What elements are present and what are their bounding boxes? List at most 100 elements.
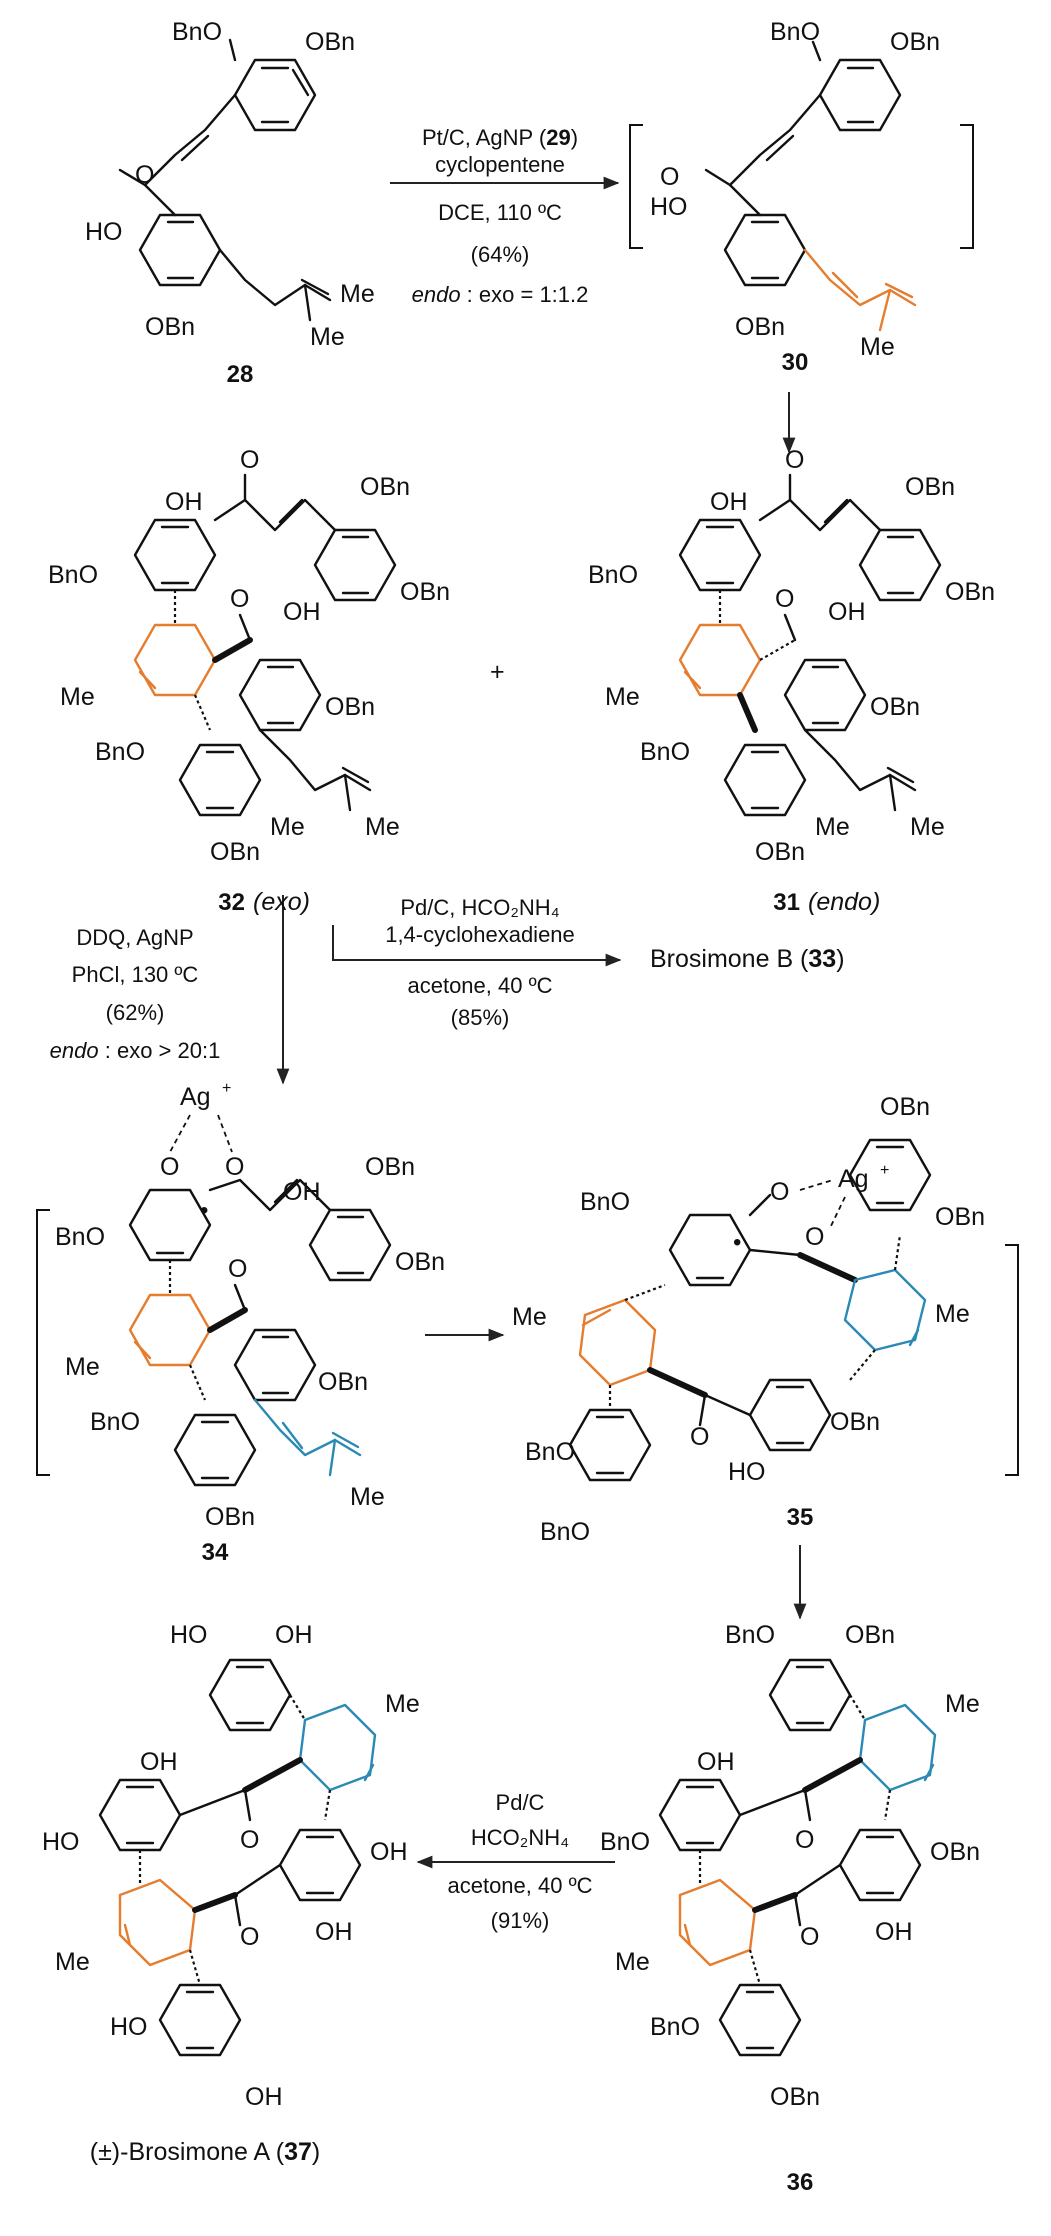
svg-text:•: • [200, 1197, 208, 1224]
svg-text:PhCl, 130 ºC: PhCl, 130 ºC [72, 962, 199, 987]
svg-text:OBn: OBn [845, 1621, 895, 1649]
svg-text:(endo): (endo) [808, 888, 880, 916]
svg-text:Me: Me [350, 1483, 385, 1511]
svg-text:OBn: OBn [145, 313, 195, 341]
compound-32: OH O OBn OBn BnO O OH OBn Me BnO OBn Me … [48, 446, 450, 916]
svg-text:31: 31 [773, 889, 800, 916]
svg-text:OBn: OBn [905, 473, 955, 501]
conditions-step4: Pd/C HCO₂NH₄ acetone, 40 ºC (91%) [447, 1790, 592, 1933]
svg-text:OBn: OBn [305, 28, 355, 56]
arrow-32-to-33 [332, 925, 622, 967]
svg-text:34: 34 [202, 1539, 229, 1566]
svg-text:BnO: BnO [640, 738, 690, 766]
svg-text:Me: Me [860, 333, 895, 361]
svg-text:OH: OH [315, 1918, 353, 1946]
svg-text:OH: OH [697, 1748, 735, 1776]
svg-text:OBn: OBn [890, 28, 940, 56]
compound-36: BnO OBn Me OH O BnO OBn OH O Me BnO OBn … [600, 1621, 980, 2196]
svg-text:endo : exo > 20:1: endo : exo > 20:1 [50, 1038, 221, 1063]
svg-text:Me: Me [945, 1690, 980, 1718]
svg-text:(85%): (85%) [451, 1005, 510, 1030]
svg-text:BnO: BnO [90, 1408, 140, 1436]
svg-text:OBn: OBn [395, 1248, 445, 1276]
bracket-34 [36, 1209, 50, 1476]
svg-text:OBn: OBn [360, 473, 410, 501]
svg-text:OBn: OBn [935, 1203, 985, 1231]
svg-text:BnO: BnO [48, 561, 98, 589]
svg-text:OBn: OBn [205, 1503, 255, 1531]
svg-text:HO: HO [728, 1458, 766, 1486]
svg-text:cyclopentene: cyclopentene [435, 152, 565, 177]
svg-text:O: O [230, 585, 249, 613]
svg-text:OH: OH [140, 1748, 178, 1776]
svg-text:OBn: OBn [870, 693, 920, 721]
svg-text:OBn: OBn [400, 578, 450, 606]
svg-text:Me: Me [910, 813, 945, 841]
svg-text:BnO: BnO [588, 561, 638, 589]
svg-text:OBn: OBn [210, 838, 260, 866]
svg-text:O: O [225, 1153, 244, 1181]
svg-text:O: O [690, 1423, 709, 1451]
svg-text:(exo): (exo) [253, 888, 310, 916]
svg-text:OBn: OBn [365, 1153, 415, 1181]
svg-text:BnO: BnO [650, 2013, 700, 2041]
svg-text:Me: Me [385, 1690, 420, 1718]
svg-text:acetone, 40 ºC: acetone, 40 ºC [447, 1873, 592, 1898]
svg-text:(62%): (62%) [106, 1000, 165, 1025]
svg-text:Me: Me [815, 813, 850, 841]
svg-text:BnO: BnO [172, 18, 222, 46]
svg-text:BnO: BnO [600, 1828, 650, 1856]
svg-text:Pd/C, HCO₂NH₄: Pd/C, HCO₂NH₄ [400, 895, 559, 920]
brosimone-b-label: Brosimone B (33) [650, 945, 845, 973]
svg-text:O: O [660, 163, 679, 191]
svg-text:O: O [795, 1826, 814, 1854]
svg-text:OBn: OBn [930, 1838, 980, 1866]
svg-text:Me: Me [270, 813, 305, 841]
svg-text:OBn: OBn [755, 838, 805, 866]
svg-text:Me: Me [605, 683, 640, 711]
svg-text:O: O [240, 446, 259, 474]
bracket-30 [629, 124, 974, 249]
svg-text:OH: OH [875, 1918, 913, 1946]
svg-text:O: O [228, 1255, 247, 1283]
svg-text:BnO: BnO [95, 738, 145, 766]
svg-text:+: + [880, 1162, 889, 1179]
conditions-step3: DDQ, AgNP PhCl, 130 ºC (62%) endo : exo … [50, 925, 221, 1063]
compound-35: Ag + • O O OBn OBn BnO Me [512, 1093, 985, 1546]
svg-text:Me: Me [65, 1353, 100, 1381]
svg-text:Me: Me [310, 323, 345, 351]
svg-text:Me: Me [340, 280, 375, 308]
conditions-step1: Pt/C, AgNP (29) cyclopentene DCE, 110 ºC… [412, 125, 589, 307]
svg-text:Pt/C, AgNP (29): Pt/C, AgNP (29) [422, 125, 578, 150]
svg-text:(64%): (64%) [471, 242, 530, 267]
svg-text:OH: OH [710, 488, 748, 516]
svg-text:BnO: BnO [525, 1438, 575, 1466]
conditions-step2: Pd/C, HCO₂NH₄ 1,4-cyclohexadiene acetone… [385, 895, 575, 1030]
svg-text:(±)-Brosimone A (37): (±)-Brosimone A (37) [90, 2138, 320, 2166]
svg-text:O: O [240, 1923, 259, 1951]
svg-text:OH: OH [165, 488, 203, 516]
svg-text:BnO: BnO [580, 1188, 630, 1216]
svg-text:HO: HO [85, 218, 123, 246]
svg-text:30: 30 [782, 349, 809, 376]
svg-text:BnO: BnO [725, 1621, 775, 1649]
svg-text:O: O [800, 1923, 819, 1951]
svg-text:28: 28 [227, 361, 254, 388]
svg-text:O: O [160, 1153, 179, 1181]
svg-text:O: O [775, 585, 794, 613]
compound-31: OH O OBn OBn BnO O OH OBn Me BnO OBn Me … [588, 446, 995, 916]
svg-text:35: 35 [787, 1504, 814, 1531]
svg-text:(91%): (91%) [491, 1908, 550, 1933]
plus-sign: + [490, 658, 505, 686]
svg-text:OH: OH [283, 598, 321, 626]
svg-text:DCE, 110 ºC: DCE, 110 ºC [438, 200, 562, 225]
compound-34: Ag + O O • OBn OBn BnO O OH OBn [55, 1080, 445, 1566]
svg-text:OH: OH [828, 598, 866, 626]
svg-text:OBn: OBn [880, 1093, 930, 1121]
svg-text:1,4-cyclohexadiene: 1,4-cyclohexadiene [385, 922, 575, 947]
compound-28: BnO OBn O HO OBn Me Me 28 [85, 18, 375, 388]
svg-text:BnO: BnO [770, 18, 820, 46]
svg-text:acetone, 40 ºC: acetone, 40 ºC [407, 973, 552, 998]
svg-text:DDQ, AgNP: DDQ, AgNP [76, 925, 193, 950]
